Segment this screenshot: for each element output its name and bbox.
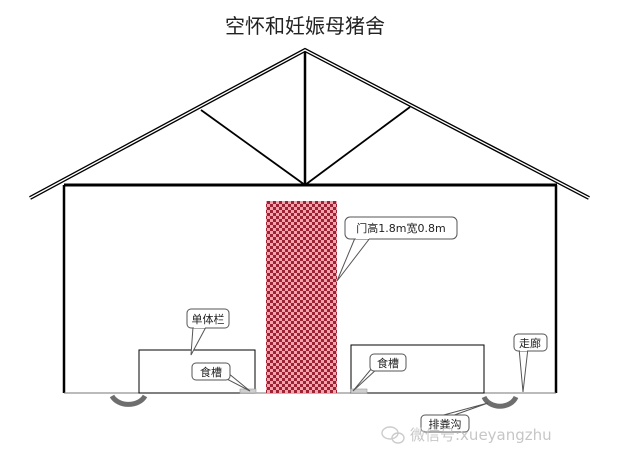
- corridor-label: 走廊: [519, 336, 541, 350]
- stall-label: 单体栏: [192, 312, 225, 326]
- trough-right: [350, 388, 368, 394]
- callout-trough-left: 食槽: [191, 362, 251, 392]
- drain-label: 排粪沟: [429, 417, 462, 431]
- callout-corridor: 走廊: [513, 333, 548, 393]
- stall-right: [350, 344, 485, 394]
- callout-drain: 排粪沟: [420, 402, 489, 433]
- trough-left-label: 食槽: [200, 365, 222, 379]
- roof-truss: [200, 52, 411, 186]
- diagram-title: 空怀和妊娠母猪舍: [225, 14, 385, 38]
- callout-trough-right: 食槽: [352, 353, 407, 392]
- watermark: 微信号:xueyangzhu: [381, 426, 552, 444]
- callout-door: 门高1.8m宽0.8m: [336, 216, 458, 282]
- watermark-text: 微信号:xueyangzhu: [410, 426, 552, 444]
- callout-stall: 单体栏: [186, 308, 230, 356]
- door: [266, 201, 337, 393]
- trough-right-label: 食槽: [377, 356, 399, 370]
- stall-left: [138, 349, 256, 394]
- drain-left: [109, 394, 148, 407]
- wechat-icon: [381, 426, 405, 444]
- roof: [29, 47, 590, 200]
- drain-right: [481, 395, 519, 409]
- door-label: 门高1.8m宽0.8m: [356, 221, 445, 235]
